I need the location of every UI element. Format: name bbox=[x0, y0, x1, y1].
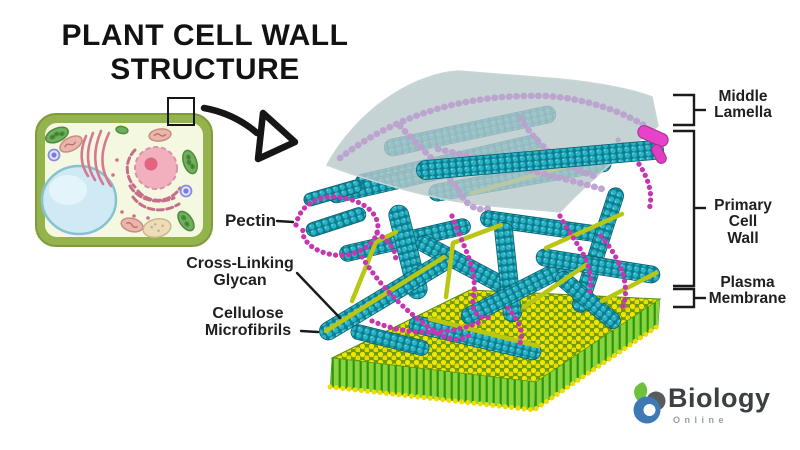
pectin-label: Pectin bbox=[224, 211, 276, 230]
lamella-pectin-strands bbox=[336, 92, 652, 213]
vacuole bbox=[40, 164, 118, 236]
cross-linking-glycans bbox=[323, 211, 659, 349]
pectin-connector bbox=[275, 219, 295, 224]
middle-lamella-label: Middle Lamella bbox=[714, 88, 772, 122]
nucleus bbox=[134, 146, 178, 190]
plasma-membrane-bracket bbox=[673, 287, 696, 309]
left-connector-lines bbox=[275, 219, 342, 334]
pectin-chains bbox=[293, 194, 629, 349]
endoplasmic-reticulum bbox=[111, 148, 182, 220]
middle-lamella-bracket bbox=[673, 93, 696, 127]
nucleolus bbox=[144, 157, 158, 171]
right-brackets bbox=[673, 93, 706, 309]
chloroplasts bbox=[45, 125, 198, 232]
peroxisomes bbox=[47, 148, 193, 198]
glycan-connector bbox=[295, 271, 342, 320]
page-title: PLANT CELL WALL STRUCTURE bbox=[44, 19, 366, 86]
plasma-membrane-label: Plasma Membrane bbox=[708, 274, 787, 308]
microfibril-connector bbox=[299, 329, 320, 334]
amyloplast bbox=[142, 217, 172, 239]
cellulose-microfibrils-label: Cellulose Microfibrils bbox=[204, 305, 292, 339]
mitochondria bbox=[59, 128, 172, 233]
biology-online-logomark bbox=[633, 382, 666, 424]
plant-cell-illustration bbox=[35, 113, 213, 247]
cell-wall-3d-model bbox=[293, 70, 669, 413]
primary-cell-wall-label: Primary Cell Wall bbox=[714, 197, 772, 247]
logo-hole bbox=[643, 404, 656, 416]
logo-name: Biology bbox=[668, 383, 771, 413]
title-line-1: PLANT CELL WALL bbox=[61, 19, 349, 52]
biology-online-logo: Biology Online bbox=[628, 381, 798, 445]
golgi-apparatus bbox=[80, 129, 113, 188]
pectin-caps bbox=[637, 125, 669, 164]
zoom-arrow bbox=[200, 104, 299, 163]
logo-tagline: Online bbox=[673, 415, 729, 425]
magnified-region-square bbox=[167, 97, 195, 126]
title-line-2: STRUCTURE bbox=[110, 52, 300, 86]
primary-cell-wall-bracket bbox=[673, 129, 696, 288]
cross-linking-glycan-label: Cross-Linking Glycan bbox=[186, 255, 294, 289]
